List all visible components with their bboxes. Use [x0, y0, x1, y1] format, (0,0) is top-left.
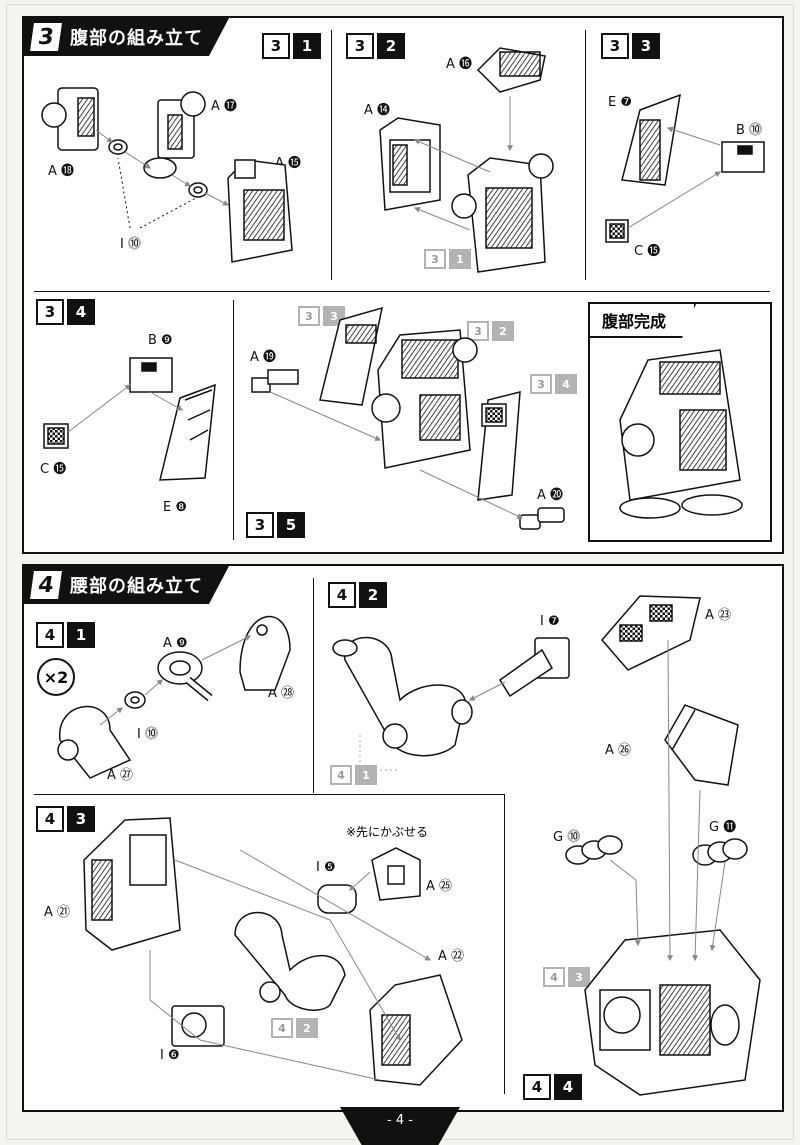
abdomen-complete-box: 腹部完成 — [588, 302, 772, 542]
label-a20: A ⓴ — [537, 488, 564, 503]
label-a26: A ㉖ — [605, 743, 632, 758]
divider-3-v1 — [331, 30, 332, 280]
label-b10: B ⓾ — [736, 123, 763, 138]
label-a27: A ㉗ — [107, 768, 134, 783]
cover-first-note: ※先にかぶせる — [346, 825, 429, 839]
divider-4-h — [34, 794, 504, 795]
label-a21: A ㉑ — [44, 905, 71, 920]
label-e7: E ❼ — [608, 95, 633, 110]
label-a16: A ⓰ — [446, 57, 473, 72]
label-g10: G ⓾ — [553, 830, 581, 845]
label-a23: A ㉓ — [705, 608, 732, 623]
label-a19: A ⓳ — [250, 350, 277, 365]
label-i5: I ❺ — [316, 860, 336, 875]
label-i7: I ❼ — [540, 614, 560, 629]
label-i6: I ❻ — [160, 1048, 180, 1063]
label-g11: G ⓫ — [709, 820, 737, 835]
section-3-title: 腹部の組み立て — [70, 28, 203, 49]
label-i10-s3: I ⓾ — [120, 237, 141, 252]
section-4-title: 腰部の組み立て — [70, 576, 203, 597]
label-a14: A ⓮ — [364, 103, 391, 118]
label-a18: A ⓲ — [48, 164, 75, 179]
label-a28: A ㉘ — [268, 686, 295, 701]
divider-4-diag — [504, 794, 505, 1094]
label-a22: A ㉒ — [438, 949, 465, 964]
divider-3-v3 — [233, 300, 234, 540]
section-4-number: 4 — [30, 571, 62, 599]
section-4-header: 4 腰部の組み立て — [24, 566, 229, 604]
divider-3-h — [34, 291, 770, 292]
multiplier-badge: ×2 — [37, 658, 75, 696]
label-a9: A ❾ — [163, 636, 188, 651]
label-e8: E ❽ — [163, 500, 188, 515]
divider-4-v1 — [313, 578, 314, 793]
label-a25: A ㉕ — [426, 879, 453, 894]
section-3-number: 3 — [30, 23, 62, 51]
page-number: - 4 - — [340, 1107, 460, 1145]
section-3-header: 3 腹部の組み立て — [24, 18, 229, 56]
label-c15-b: C ⓯ — [40, 462, 67, 477]
divider-3-v2 — [585, 30, 586, 280]
label-c15-a: C ⓯ — [634, 244, 661, 259]
label-a17: A ⓱ — [211, 99, 238, 114]
label-i10-s4: I ⓾ — [137, 727, 158, 742]
abdomen-complete-label: 腹部完成 — [590, 304, 696, 338]
label-b9: B ❾ — [148, 333, 173, 348]
label-a15: A ⓯ — [275, 156, 302, 171]
